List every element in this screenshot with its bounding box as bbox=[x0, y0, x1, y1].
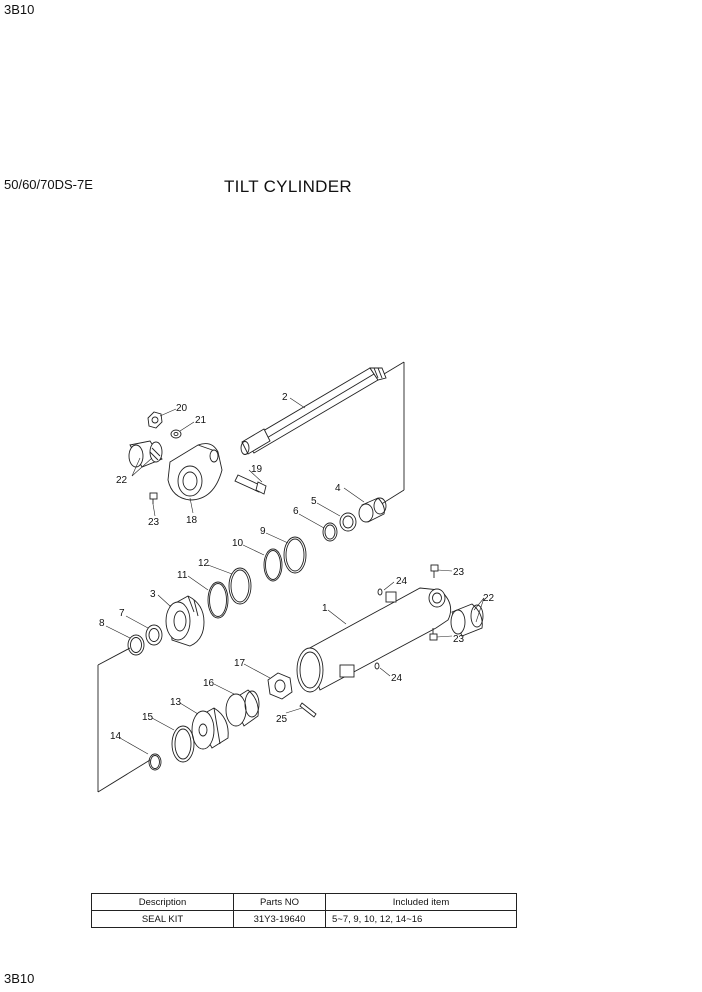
callout-22-left: 22 bbox=[116, 475, 128, 486]
assembly-guide-lines bbox=[97, 361, 405, 793]
callout-24-bottom: 24 bbox=[391, 673, 403, 684]
column-header-parts-no: Parts NO bbox=[233, 893, 326, 911]
part-9-o-ring bbox=[283, 536, 307, 574]
callout-23-tube-top: 23 bbox=[453, 567, 465, 578]
part-17-lock-nut bbox=[267, 672, 293, 700]
seal-kit-table: Description Parts NO Included item SEAL … bbox=[91, 893, 517, 928]
callout-15: 15 bbox=[142, 712, 154, 723]
callout-17: 17 bbox=[234, 658, 246, 669]
part-16-piston bbox=[225, 689, 260, 727]
part-18-rod-eye bbox=[167, 443, 223, 501]
callout-4: 4 bbox=[335, 483, 341, 494]
callout-21: 21 bbox=[195, 415, 207, 426]
callout-24-top: 24 bbox=[396, 576, 408, 587]
part-14-snap-ring bbox=[148, 753, 162, 771]
callout-12: 12 bbox=[198, 558, 210, 569]
part-19-bolt bbox=[234, 474, 267, 495]
part-3-gland bbox=[165, 595, 205, 647]
part-24-small-o-ring-bottom bbox=[374, 662, 380, 670]
part-7-seal bbox=[145, 624, 163, 646]
part-6-ring bbox=[322, 522, 338, 542]
part-24-small-o-ring-top bbox=[377, 588, 383, 596]
part-1-cylinder-tube bbox=[296, 587, 452, 693]
part-20-nut bbox=[147, 411, 163, 429]
part-22-bushing-right bbox=[450, 603, 484, 637]
column-header-description: Description bbox=[91, 893, 234, 911]
callout-6: 6 bbox=[293, 506, 299, 517]
callout-23-rod-eye: 23 bbox=[148, 517, 160, 528]
table-header-row: Description Parts NO Included item bbox=[91, 893, 517, 911]
part-2-piston-rod bbox=[240, 367, 387, 455]
callout-10: 10 bbox=[232, 538, 244, 549]
callout-5: 5 bbox=[311, 496, 317, 507]
callout-2: 2 bbox=[282, 392, 288, 403]
cell-parts-no: 31Y3-19640 bbox=[233, 910, 326, 928]
part-15-wear-ring bbox=[171, 725, 195, 763]
cell-included-item: 5~7, 9, 10, 12, 14~16 bbox=[325, 910, 517, 928]
part-5-seal bbox=[339, 512, 357, 532]
part-13-piston-seal bbox=[191, 707, 229, 750]
callout-1: 1 bbox=[322, 603, 328, 614]
callout-19: 19 bbox=[251, 464, 263, 475]
part-4-bushing bbox=[358, 497, 387, 523]
callout-11: 11 bbox=[177, 570, 188, 581]
callout-3: 3 bbox=[150, 589, 156, 600]
callout-23-tube-bottom: 23 bbox=[453, 634, 465, 645]
part-8-wiper bbox=[127, 634, 145, 656]
column-header-included-item: Included item bbox=[325, 893, 517, 911]
page-code-bottom: 3B10 bbox=[4, 971, 35, 986]
callout-18: 18 bbox=[186, 515, 198, 526]
part-11-ring bbox=[207, 581, 229, 619]
callout-16: 16 bbox=[203, 678, 215, 689]
callout-14: 14 bbox=[110, 731, 122, 742]
part-23-grease-nipple-rod-eye bbox=[149, 492, 158, 504]
table-row: SEAL KIT 31Y3-19640 5~7, 9, 10, 12, 14~1… bbox=[91, 910, 517, 928]
callout-22-right: 22 bbox=[483, 593, 495, 604]
callout-7: 7 bbox=[119, 608, 125, 619]
callout-25: 25 bbox=[276, 714, 288, 725]
page-title: TILT CYLINDER bbox=[224, 177, 352, 196]
callout-20: 20 bbox=[176, 403, 188, 414]
cell-description: SEAL KIT bbox=[91, 910, 234, 928]
part-21-washer bbox=[170, 429, 182, 439]
part-12-o-ring bbox=[228, 567, 252, 605]
model-label: 50/60/70DS-7E bbox=[4, 177, 93, 192]
part-22-bushing-left bbox=[128, 440, 163, 468]
callout-leader-lines bbox=[105, 397, 485, 755]
part-10-backup-ring bbox=[263, 548, 283, 582]
page-code-top: 3B10 bbox=[4, 2, 35, 17]
callout-9: 9 bbox=[260, 526, 266, 537]
callout-labels: 1 2 3 4 5 6 7 8 9 10 11 12 13 14 15 16 1… bbox=[99, 392, 495, 742]
part-25-pin bbox=[299, 702, 317, 718]
callout-13: 13 bbox=[170, 697, 182, 708]
part-23-grease-nipple-tube-top bbox=[430, 564, 439, 578]
callout-8: 8 bbox=[99, 618, 105, 629]
